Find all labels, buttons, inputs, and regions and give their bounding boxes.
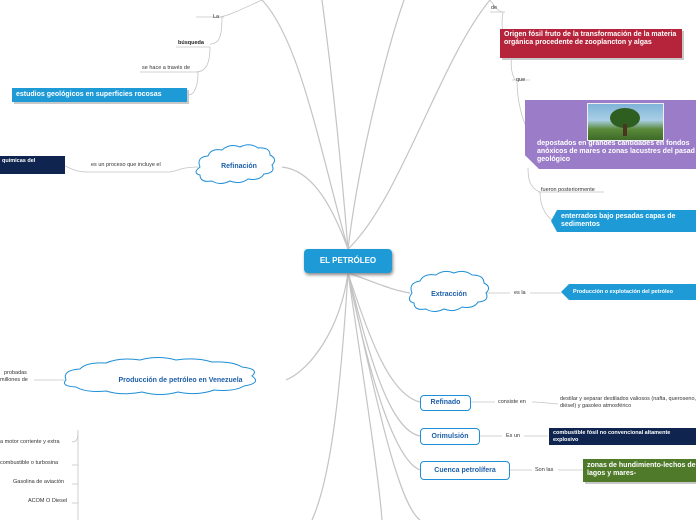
tree-trunk [623, 124, 627, 136]
label-motor: a motor corriente y extra [0, 439, 60, 445]
node-produccion-venezuela[interactable]: Producción de petróleo en Venezuela [98, 377, 263, 384]
node-enterrados[interactable]: enterrados bajo pesadas capas de sedimen… [551, 210, 696, 232]
label-millones: millones de [0, 377, 28, 383]
label-busqueda: búsqueda [178, 40, 204, 46]
label-fueron: fueron posteriormente [541, 187, 595, 193]
central-topic[interactable]: EL PETRÓLEO [304, 249, 392, 273]
label-de: de [491, 5, 497, 11]
cloud-produccion [64, 358, 255, 395]
label-es-un: Es un [506, 433, 520, 439]
node-extraccion[interactable]: Extracción [420, 291, 478, 298]
node-produccion-explotacion[interactable]: Producción o explotación del petróleo [561, 284, 696, 300]
node-refinacion[interactable]: Refinación [210, 163, 268, 170]
label-gasolina: Gasolina de aviación [13, 479, 64, 485]
node-orimulsion[interactable]: Orimulsión [420, 428, 480, 445]
label-es-un-proceso: es un proceso que incluye el [91, 162, 161, 168]
node-refinado[interactable]: Refinado [420, 395, 471, 411]
label-combustible: combustible o turbosina [0, 460, 58, 466]
node-origen-fosil[interactable]: Origen fósil fruto de la transformación … [500, 29, 682, 58]
label-son-las: Son las [535, 467, 553, 473]
label-consiste-en: consiste en [498, 399, 526, 405]
label-destilar: destilar y separar destilados valiosos (… [560, 396, 696, 410]
landscape-image [587, 103, 664, 141]
label-es-la: es la [514, 290, 526, 296]
node-zonas-hundimiento[interactable]: zonas de hundimiento-lechos de lagos y m… [583, 459, 696, 482]
node-combustible-fosil[interactable]: combustible fósil no convencional altame… [549, 428, 696, 445]
node-quimicas[interactable]: químicas del [0, 156, 65, 174]
label-se-hace: se hace a través de [142, 65, 190, 71]
label-acpm: ACOM O Diesel [28, 498, 67, 504]
label-la: La [213, 14, 219, 20]
node-estudios-geologicos[interactable]: estudios geológicos en superficies rocos… [12, 88, 187, 102]
label-probadas: probadas [4, 370, 27, 376]
label-que: que [516, 77, 525, 83]
node-cuenca-petrolifera[interactable]: Cuenca petrolífera [420, 461, 510, 480]
